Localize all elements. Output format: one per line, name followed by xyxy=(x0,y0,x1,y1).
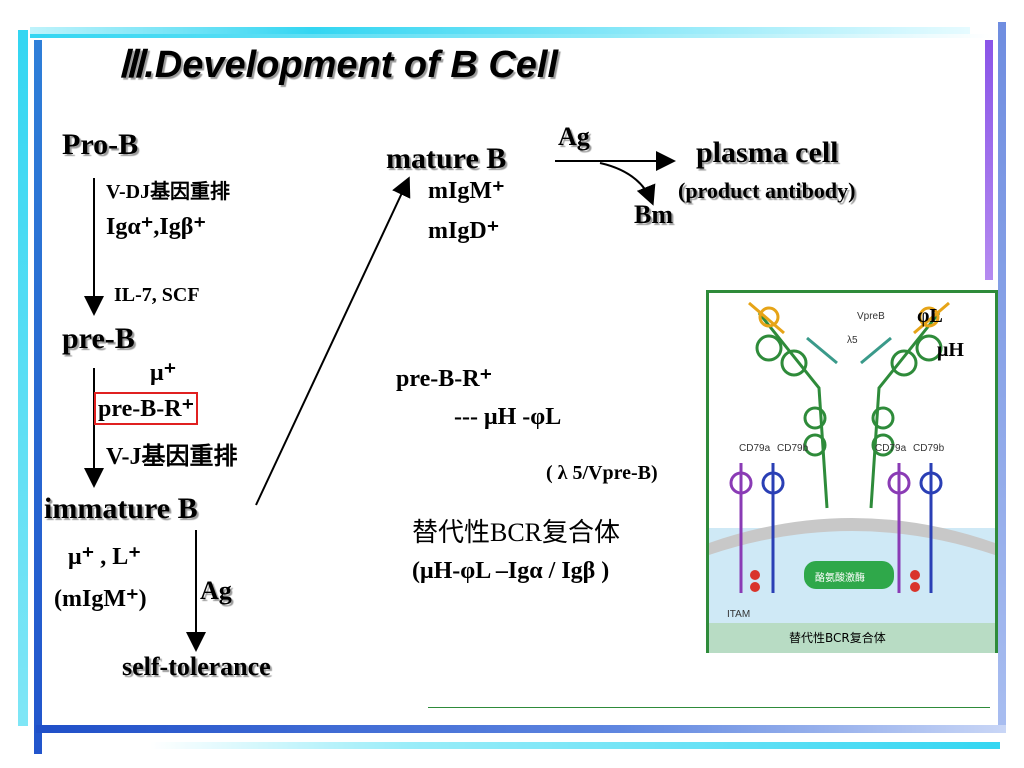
surrogate-bcr-title: 替代性BCR复合体 xyxy=(412,518,621,547)
page-title: Ⅲ.Development of B Cell xyxy=(118,44,559,86)
figure-label-mu-h: μH xyxy=(937,339,964,361)
figure-caption: 替代性BCR复合体 xyxy=(789,631,886,645)
pre-b-receptor-highlight: pre-B-R⁺ xyxy=(94,392,199,425)
mature-b-migm-note: mIgM⁺ xyxy=(428,178,505,204)
figure-label-itam: ITAM xyxy=(727,609,751,620)
top-decor-bar xyxy=(30,34,990,38)
plasma-cell-note: (product antibody) xyxy=(678,178,856,203)
figure-label-kinase: 酪氨酸激酶 xyxy=(815,573,865,584)
pre-b-label: pre-B xyxy=(62,322,135,355)
pre-b-r-label: pre-B-R⁺ xyxy=(396,366,493,392)
surrogate-bcr-composition: (μH-φL –Igα / Igβ ) xyxy=(412,558,610,584)
cytokine-note: IL-7, SCF xyxy=(114,284,200,306)
figure-label-cd79b-right: CD79b xyxy=(913,443,945,454)
immature-b-migm-note: (mIgM⁺) xyxy=(54,586,147,612)
pro-b-rearrangement-note: V-DJ基因重排 xyxy=(106,181,231,203)
figure-label-cd79a-left: CD79a xyxy=(739,443,771,454)
left-decor-bar-light xyxy=(18,30,28,726)
bcr-illustration xyxy=(709,301,995,653)
mature-b-migd-note: mIgD⁺ xyxy=(428,218,500,244)
figure-label-cd79a-right: CD79a xyxy=(875,443,907,454)
left-decor-bar xyxy=(34,40,42,754)
immature-b-chain-note: μ⁺ , L⁺ xyxy=(68,544,141,570)
immature-b-label: immature B xyxy=(44,492,198,525)
bottom-decor-bar xyxy=(36,725,1006,733)
pro-b-ig-note: Igα⁺,Igβ⁺ xyxy=(106,214,207,240)
lambda5-vpreb-note: ( λ 5/Vpre-B) xyxy=(546,462,658,484)
figure-label-phi-l: φL xyxy=(917,305,943,327)
memory-b-label: Bm xyxy=(634,200,673,229)
pre-b-mu-note: μ⁺ xyxy=(150,360,177,386)
figure-bottom-rule xyxy=(428,707,990,708)
top-decor-bar-light xyxy=(30,27,970,34)
right-decor-bar-blue xyxy=(998,22,1006,727)
pre-b-vj-note: V-J基因重排 xyxy=(106,444,238,470)
bottom-decor-bar-cyan xyxy=(150,742,1000,749)
figure-label-cd79b-left: CD79b xyxy=(777,443,809,454)
antigen-label-lower: Ag xyxy=(200,576,232,605)
mature-b-label: mature B xyxy=(386,142,507,175)
pro-b-label: Pro-B xyxy=(62,128,139,161)
pre-b-r-composition: --- μH -φL xyxy=(454,404,562,430)
antigen-label-upper: Ag xyxy=(558,122,590,151)
figure-label-lambda5: λ5 xyxy=(847,335,858,346)
self-tolerance-label: self-tolerance xyxy=(122,652,271,681)
plasma-cell-label: plasma cell xyxy=(696,136,839,169)
right-decor-bar-purple xyxy=(985,40,993,280)
arrow-immature-to-mature xyxy=(255,176,411,506)
figure-label-vpreb: VpreB xyxy=(857,311,885,322)
surrogate-bcr-figure: VpreB λ5 φL μH CD79a CD79b CD79a CD79b 酪… xyxy=(706,290,998,653)
arrow-mature-to-bm xyxy=(599,162,656,206)
